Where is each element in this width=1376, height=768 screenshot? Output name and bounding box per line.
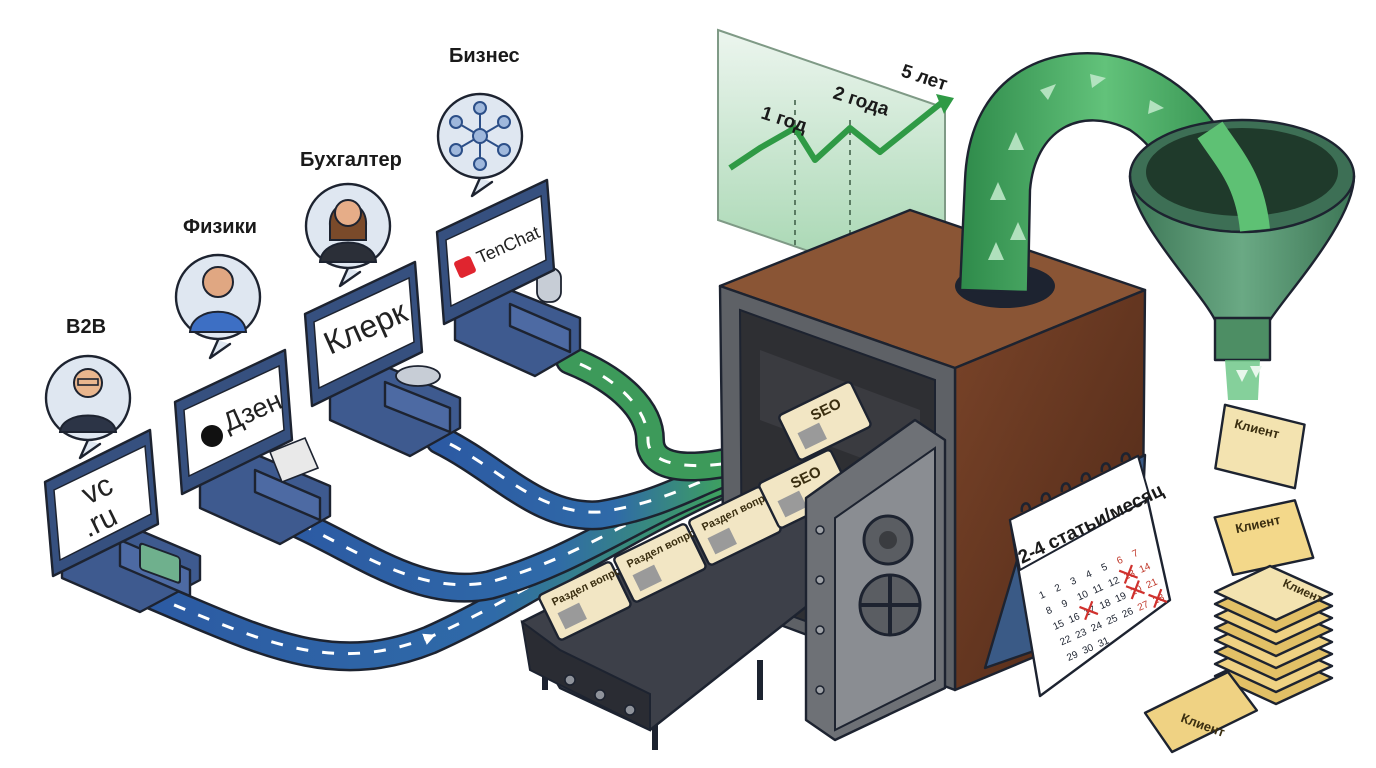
calendar-day: 29	[1065, 649, 1080, 664]
calendar-day: 11	[1091, 582, 1105, 596]
calendar-day: 27	[1136, 599, 1151, 614]
safe-door	[804, 418, 947, 742]
calendar-day: 31	[1096, 635, 1111, 650]
platform-klerk: Клерк	[303, 260, 462, 458]
calendar-day: 4	[1084, 568, 1094, 580]
calendar: 2-4 статьи/месяц 12345678910111213141516…	[983, 452, 1172, 698]
document-card: SEO	[758, 449, 852, 529]
client-doc: Клиент	[1213, 499, 1315, 577]
audience-label: Физики	[183, 216, 257, 238]
calendar-day: 14	[1138, 561, 1153, 576]
calendar-mark-icon	[1079, 600, 1099, 621]
audience-label: Бухгалтер	[300, 149, 402, 171]
client-documents: Клиент Клиент Клиент Клиент	[1143, 403, 1334, 754]
audience-label: B2B	[66, 316, 106, 338]
calendar-mark-icon	[1148, 588, 1168, 609]
audience-b2b: B2B	[44, 316, 132, 460]
calendar-day: 18	[1098, 597, 1113, 612]
calendar-day: 1	[1038, 589, 1048, 601]
funnel	[1128, 118, 1356, 400]
client-stack: Клиент	[1213, 564, 1334, 706]
calendar-grid: 1234567891011121314151617181920212223242…	[1038, 548, 1168, 664]
calendar-day: 12	[1107, 575, 1122, 590]
client-doc: Клиент	[1214, 403, 1306, 490]
document-card: SEO	[778, 381, 872, 461]
calendar-mark-icon	[1118, 564, 1139, 584]
client-doc: Клиент	[1143, 670, 1259, 754]
calendar-day: 26	[1120, 606, 1135, 621]
platform-dzen: Дзен	[173, 348, 332, 546]
calendar-day: 19	[1114, 590, 1129, 605]
calendar-day: 8	[1045, 605, 1055, 617]
calendar-day: 25	[1105, 613, 1120, 628]
growth-label-3: 5 лет	[898, 61, 949, 96]
calendar-day: 22	[1058, 634, 1073, 649]
calendar-day: 9	[1060, 598, 1070, 610]
calendar-mark-icon	[1125, 580, 1145, 600]
calendar-day: 30	[1081, 642, 1096, 657]
calendar-day: 10	[1076, 589, 1091, 604]
calendar-day: 5	[1100, 562, 1110, 574]
audience-buhgalter: Бухгалтер	[300, 149, 402, 288]
content-streams	[125, 345, 745, 672]
calendar-day: 6	[1115, 555, 1125, 567]
calendar-day: 2	[1053, 582, 1063, 594]
platform-vcru: vc .ru	[43, 428, 202, 614]
growth-line	[728, 97, 947, 171]
platform-tenchat: TenChat	[435, 178, 582, 378]
calendar-day: 7	[1131, 548, 1141, 560]
calendar-day: 24	[1089, 620, 1104, 635]
audience-fiziki: Физики	[174, 216, 262, 360]
calendar-day: 23	[1074, 627, 1089, 642]
audience-biznes: Бизнес	[436, 45, 524, 198]
audience-label: Бизнес	[449, 45, 520, 67]
calendar-day: 21	[1145, 577, 1160, 592]
calendar-day: 15	[1051, 618, 1066, 633]
calendar-day: 16	[1067, 611, 1082, 626]
calendar-day: 3	[1069, 575, 1079, 587]
